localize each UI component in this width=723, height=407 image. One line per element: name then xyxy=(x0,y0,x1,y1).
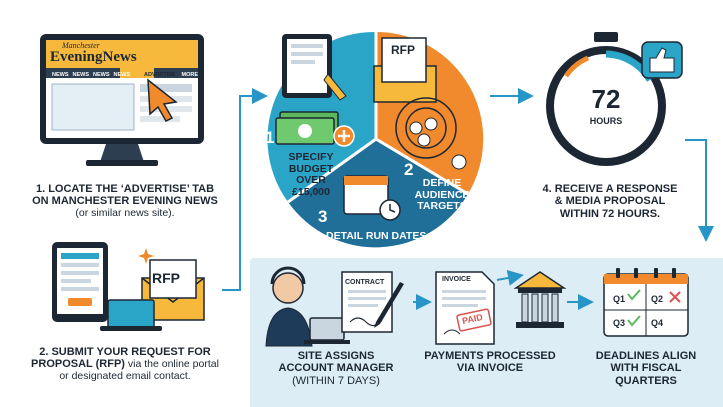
assign-caption-line1: SITE ASSIGNS xyxy=(297,350,375,362)
payment-caption-line1: PAYMENTS PROCESSED xyxy=(424,350,556,362)
step1-caption-line3: (or similar news site). xyxy=(75,206,175,219)
step4-caption-line2: & MEDIA PROPOSAL xyxy=(554,195,666,208)
bank-icon xyxy=(513,271,567,328)
deadline-caption: DEADLINES ALIGN WITH FISCAL QUARTERS xyxy=(586,350,706,387)
segment-3-label: DETAIL RUN DATES xyxy=(326,230,427,242)
account-manager-illustration xyxy=(265,266,404,347)
invoice-label: INVOICE xyxy=(442,276,471,283)
step2-caption-rfp: PROPOSAL (RFP) xyxy=(31,358,125,371)
step1-caption-line2: ON MANCHESTER EVENING NEWS xyxy=(32,195,218,208)
site-logo: Manchester EveningNews xyxy=(50,42,150,65)
logo-top-text: Manchester xyxy=(62,41,100,50)
nav-item[interactable]: NEWS xyxy=(93,71,110,78)
wheel-rfp-label: RFP xyxy=(391,43,415,57)
step4-caption-line1: 4. RECEIVE A RESPONSE xyxy=(542,183,678,195)
assign-caption: SITE ASSIGNS ACCOUNT MANAGER (WITHIN 7 D… xyxy=(276,350,396,387)
segment-1-label: SPECIFY BUDGET OVER £15,000 xyxy=(268,151,354,198)
segment-2-number: 2 xyxy=(404,160,414,179)
step2-caption: 2. SUBMIT YOUR REQUEST FOR PROPOSAL (RFP… xyxy=(14,346,236,383)
contract-label: CONTRACT xyxy=(345,279,385,286)
site-nav: NEWS NEWS NEWS NEWS ADVERTISE MORE xyxy=(48,70,200,79)
segment-1-number: 1 xyxy=(265,128,275,147)
timer-unit: HOURS xyxy=(589,116,623,126)
deadline-caption-line3: QUARTERS xyxy=(615,374,677,387)
step2-caption-line1: 2. SUBMIT YOUR REQUEST FOR xyxy=(39,346,211,358)
nav-item[interactable]: NEWS xyxy=(72,71,90,78)
step2-caption-line3: or designated email contact. xyxy=(59,370,191,383)
monitor-illustration xyxy=(40,34,204,166)
payment-caption: PAYMENTS PROCESSED VIA INVOICE xyxy=(420,350,560,375)
invoice-illustration xyxy=(435,271,495,345)
quarter-q2: Q2 xyxy=(651,294,664,304)
deadline-caption-line2: WITH FISCAL xyxy=(610,362,682,375)
step4-caption: 4. RECEIVE A RESPONSE & MEDIA PROPOSAL W… xyxy=(528,183,692,220)
nav-advertise-tab[interactable]: ADVERTISE xyxy=(144,71,176,78)
step1-caption: 1. LOCATE THE ‘ADVERTISE’ TAB ON MANCHES… xyxy=(20,183,230,219)
rfp-illustration xyxy=(52,242,205,331)
quarter-q4: Q4 xyxy=(651,318,664,328)
timer-number: 72 xyxy=(591,84,621,114)
quarter-q1: Q1 xyxy=(613,294,626,304)
logo-bottom-text: EveningNews xyxy=(50,49,137,65)
stopwatch-illustration xyxy=(546,32,683,166)
nav-item[interactable]: NEWS xyxy=(52,71,69,78)
fiscal-calendar xyxy=(603,268,689,337)
segment-1-line2: OVER xyxy=(296,174,326,187)
step2-rfp-label: RFP xyxy=(152,270,180,286)
segment-2-label: DEFINE AUDIENCE TARGETS xyxy=(402,177,482,213)
segment-2-line1: DEFINE xyxy=(422,177,462,189)
payment-caption-line2: VIA INVOICE xyxy=(456,362,524,375)
segment-3-number: 3 xyxy=(318,207,328,226)
nav-more[interactable]: MORE xyxy=(181,71,198,78)
assign-caption-line3: (WITHIN 7 DAYS) xyxy=(292,374,380,387)
segment-2-line2: AUDIENCE xyxy=(414,188,470,201)
nav-item[interactable]: NEWS xyxy=(113,71,131,78)
quarter-q3: Q3 xyxy=(613,318,626,328)
deadline-caption-line1: DEADLINES ALIGN xyxy=(595,350,697,362)
step2-caption-line2: via the online portal xyxy=(124,358,219,371)
assign-caption-line2: ACCOUNT MANAGER xyxy=(278,362,394,375)
step4-caption-line3: WITHIN 72 HOURS. xyxy=(559,207,661,220)
planning-wheel xyxy=(267,31,484,248)
segment-1-line1: SPECIFY BUDGET xyxy=(288,151,334,175)
step1-caption-line1: 1. LOCATE THE ‘ADVERTISE’ TAB xyxy=(35,183,215,195)
segment-1-line3: £15,000 xyxy=(292,185,330,198)
segment-2-line3: TARGETS xyxy=(417,200,467,213)
